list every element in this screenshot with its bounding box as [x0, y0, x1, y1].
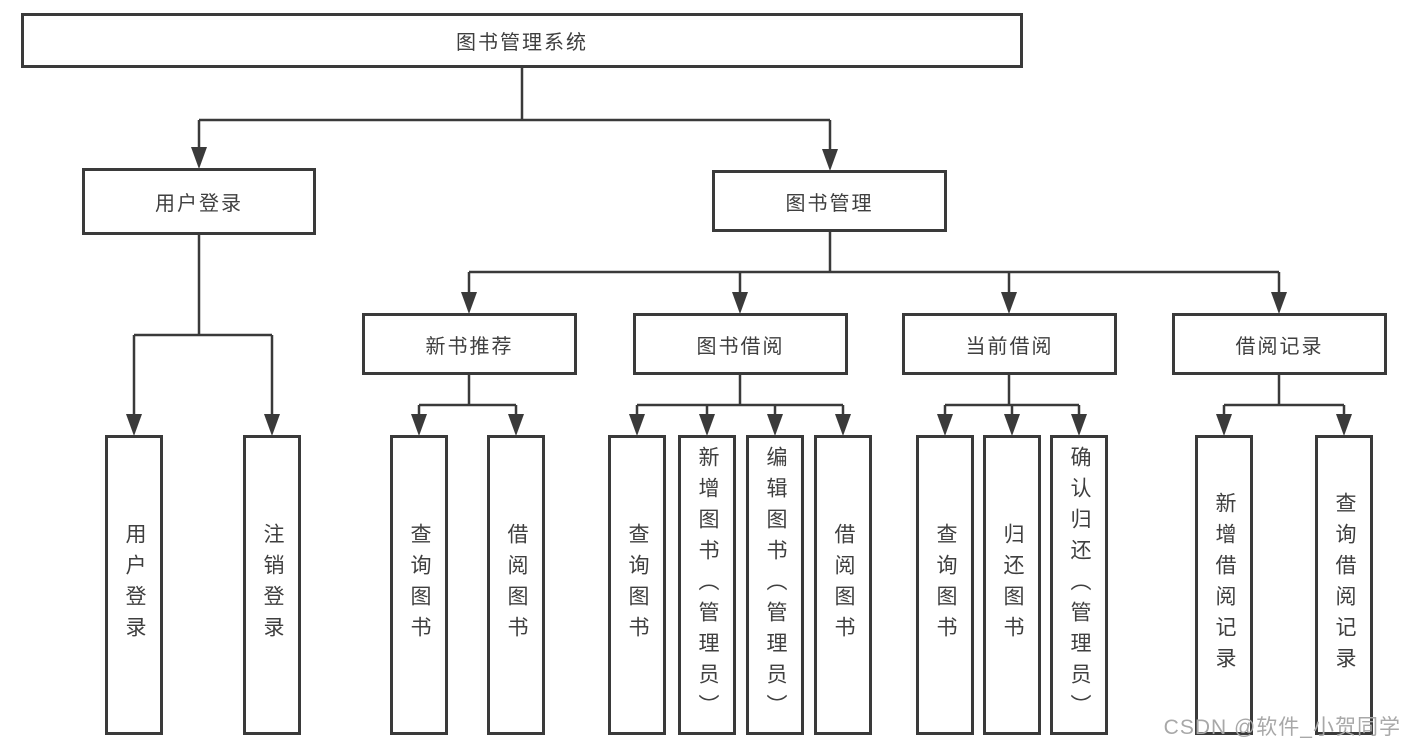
- connector-current-borrow-to-leaves: [937, 375, 1087, 436]
- connector-borrow-records-to-leaves: [1216, 375, 1352, 436]
- node-book-borrow: 图书借阅: [633, 313, 848, 375]
- leaf-logout: 注销登录: [243, 435, 301, 735]
- leaf-borrow-books-1: 借阅图书: [487, 435, 545, 735]
- leaf-query-books-2: 查询图书: [608, 435, 666, 735]
- node-borrow-records: 借阅记录: [1172, 313, 1387, 375]
- leaf-query-borrow-record: 查询借阅记录: [1315, 435, 1373, 735]
- leaf-borrow-books-2: 借阅图书: [814, 435, 872, 735]
- node-new-book-recommend: 新书推荐: [362, 313, 577, 375]
- node-current-borrow: 当前借阅: [902, 313, 1117, 375]
- connector-root-to-level2: [191, 68, 838, 171]
- leaf-add-book-admin: 新增图书（管理员）: [678, 435, 736, 735]
- csdn-watermark: CSDN @软件_小贺同学: [1163, 716, 1401, 739]
- node-user-login: 用户登录: [82, 168, 316, 235]
- node-library-management-system: 图书管理系统: [21, 13, 1023, 68]
- connector-new-book-recommend-to-leaves: [411, 375, 524, 436]
- leaf-user-login: 用户登录: [105, 435, 163, 735]
- leaf-return-books: 归还图书: [983, 435, 1041, 735]
- node-book-management: 图书管理: [712, 170, 947, 232]
- connector-user-login-to-leaves: [126, 235, 280, 436]
- leaf-query-books-3: 查询图书: [916, 435, 974, 735]
- leaf-confirm-return-admin: 确认归还（管理员）: [1050, 435, 1108, 735]
- leaf-edit-book-admin: 编辑图书（管理员）: [746, 435, 804, 735]
- connector-book-management-to-level3: [461, 232, 1287, 314]
- leaf-add-borrow-record: 新增借阅记录: [1195, 435, 1253, 735]
- connector-book-borrow-to-leaves: [629, 375, 851, 436]
- leaf-query-books-1: 查询图书: [390, 435, 448, 735]
